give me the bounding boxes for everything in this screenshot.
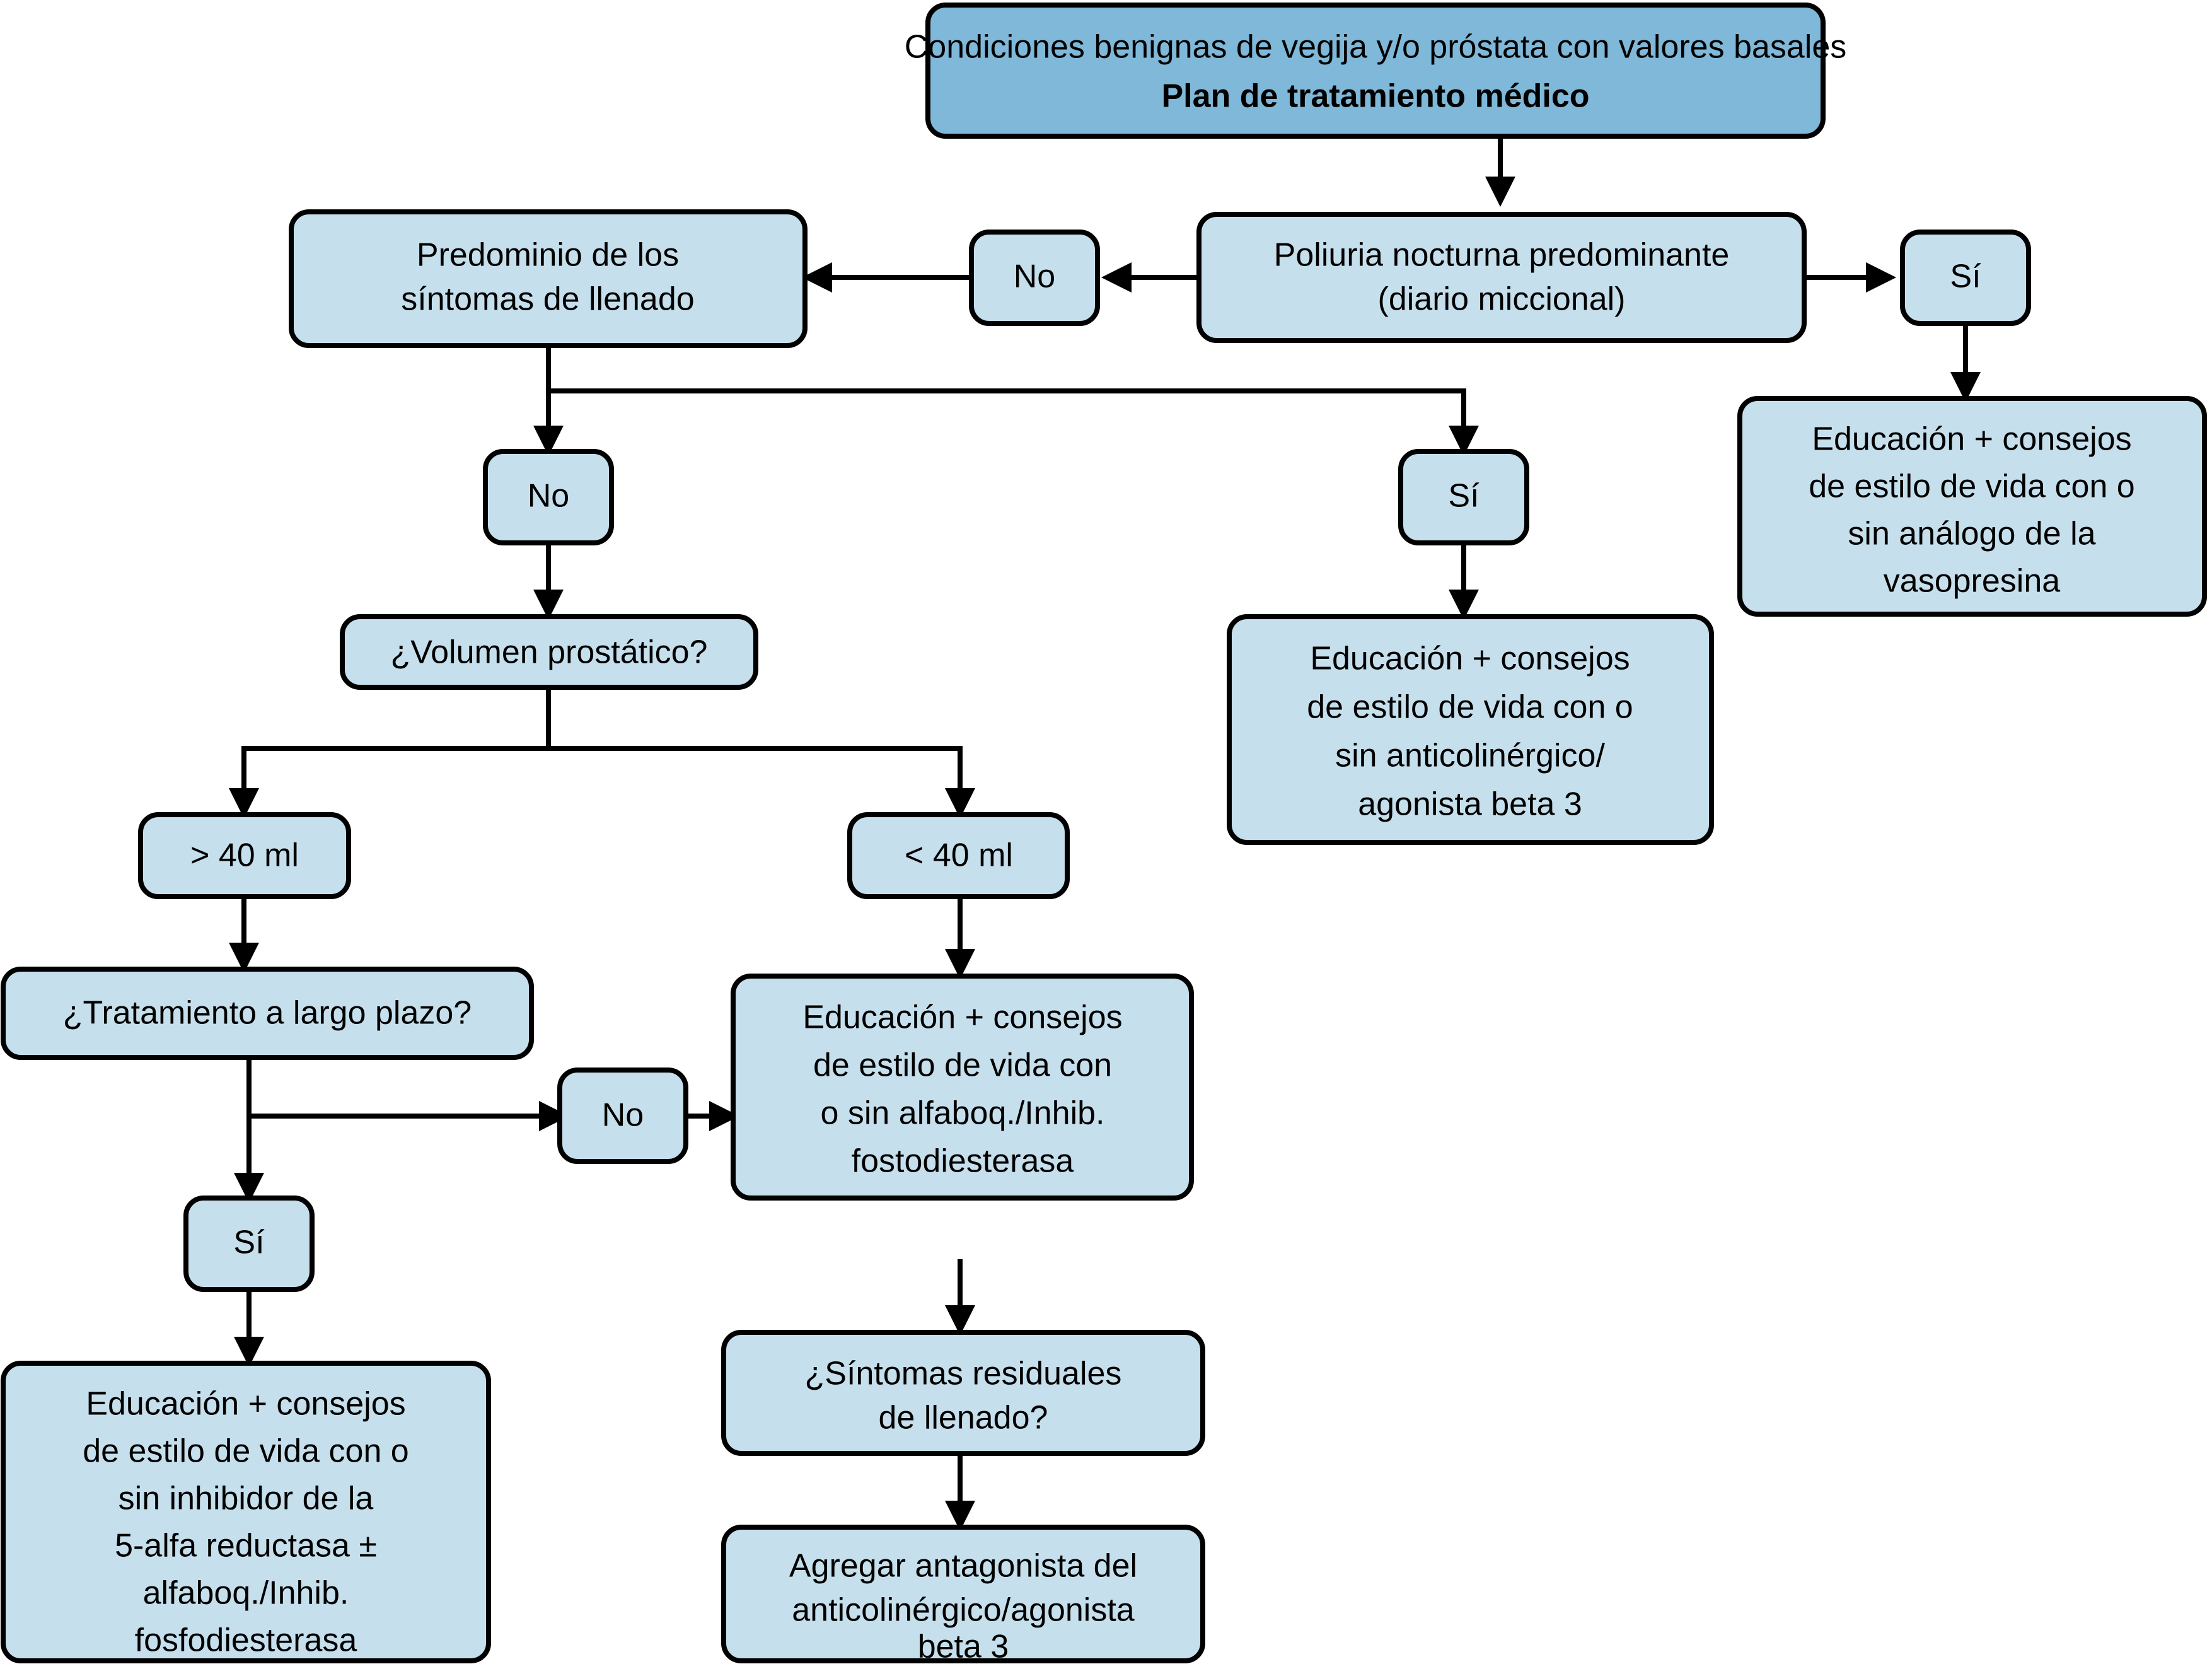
node-mayor40-label: > 40 ml [190,837,299,874]
node-si-poliuria-label: Sí [1950,259,1981,295]
node-residuales-line2: de llenado? [879,1400,1048,1436]
node-poliuria[interactable]: Poliuria nocturna predominante (diario m… [1196,212,1807,343]
node-predominio-line1: Predominio de los [417,237,679,274]
node-reductasa-line1: Educación + consejos [86,1386,405,1423]
node-alfaboq-line4: fostodiesterasa [852,1143,1074,1180]
node-no-largo-label: No [602,1097,644,1134]
node-agregar[interactable]: Agregar antagonista del anticolinérgico/… [721,1525,1205,1664]
edge-volumen-split-right [548,746,963,788]
node-no-poliuria-box[interactable] [969,230,1100,326]
node-alfaboq-line3: o sin alfaboq./Inhib. [821,1095,1105,1132]
node-si-predominio[interactable]: Sí [1398,449,1529,545]
node-reductasa-line6: fosfodiesterasa [135,1622,357,1659]
node-reductasa-line2: de estilo de vida con o [83,1433,408,1470]
node-alfaboq-box[interactable] [731,974,1194,1201]
node-alfaboq[interactable]: Educación + consejos de estilo de vida c… [731,974,1194,1201]
node-si-largo[interactable]: Sí [183,1196,315,1292]
node-no-predominio-box[interactable] [483,449,614,545]
node-volumen-box[interactable] [340,614,758,690]
node-residuales-box[interactable] [721,1330,1205,1456]
node-si-predominio-box[interactable] [1398,449,1529,545]
node-agregar-box[interactable] [721,1525,1205,1663]
node-no-predominio[interactable]: No [483,449,614,545]
node-menor40-label: < 40 ml [905,837,1013,874]
node-no-poliuria-label: No [1014,259,1055,295]
node-vasopresina-line3: sin análogo de la [1848,516,2095,552]
node-no-largo-box[interactable] [557,1068,688,1164]
node-largo-plazo-label: ¿Tratamiento a largo plazo? [63,995,472,1032]
node-anticolinergico-line1: Educación + consejos [1310,641,1630,677]
node-largo-plazo[interactable]: ¿Tratamiento a largo plazo? [1,967,534,1060]
node-volumen[interactable]: ¿Volumen prostático? [340,614,758,690]
node-reductasa-line5: alfaboq./Inhib. [143,1575,349,1612]
node-volumen-label: ¿Volumen prostático? [391,634,708,671]
node-vasopresina-line2: de estilo de vida con o [1809,468,2134,505]
edges-layer [229,136,1981,1531]
node-vasopresina-box[interactable] [1737,396,2207,617]
node-anticolinergico-line2: de estilo de vida con o [1307,689,1633,726]
node-predominio[interactable]: Predominio de los síntomas de llenado [289,209,808,348]
node-reductasa-line3: sin inhibidor de la [119,1481,374,1517]
node-no-largo[interactable]: No [557,1068,688,1164]
node-header-line2: Plan de tratamiento médico [1161,78,1589,115]
node-header-box[interactable] [925,3,1826,139]
node-predominio-line2: síntomas de llenado [401,281,694,318]
node-si-predominio-label: Sí [1448,478,1479,515]
node-reductasa-box[interactable] [1,1361,491,1663]
node-anticolinergico-box[interactable] [1227,614,1714,845]
node-vasopresina-line1: Educación + consejos [1812,421,2131,458]
node-anticolinergico-line3: sin anticolinérgico/ [1335,738,1605,774]
node-vasopresina-line4: vasopresina [1884,563,2060,600]
node-poliuria-box[interactable] [1196,212,1807,343]
node-si-poliuria[interactable]: Sí [1900,230,2031,326]
node-residuales-line1: ¿Síntomas residuales [805,1356,1122,1392]
node-no-poliuria[interactable]: No [969,230,1100,326]
edge-volumen-split [241,687,551,788]
edge-largoplazo-split [246,1056,561,1119]
node-header[interactable]: Condiciones benignas de vegija y/o próst… [905,3,1847,139]
node-predominio-box[interactable] [289,209,808,348]
node-residuales[interactable]: ¿Síntomas residuales de llenado? [721,1330,1205,1456]
node-menor40-box[interactable] [847,812,1070,899]
node-mayor40-box[interactable] [138,812,351,899]
node-si-largo-box[interactable] [183,1196,315,1292]
node-anticolinergico[interactable]: Educación + consejos de estilo de vida c… [1227,614,1714,845]
node-largo-plazo-box[interactable] [1,967,534,1060]
node-reductasa-line4: 5-alfa reductasa ± [115,1528,377,1564]
node-header-line1: Condiciones benignas de vegija y/o próst… [905,29,1847,66]
node-anticolinergico-line4: agonista beta 3 [1358,786,1582,823]
edge-predominio-split [546,346,1466,441]
node-menor40[interactable]: < 40 ml [847,812,1070,899]
node-agregar-line1: Agregar antagonista del [789,1548,1137,1585]
node-no-predominio-label: No [528,478,569,515]
node-agregar-line3: beta 3 [918,1629,1009,1664]
node-agregar-line2: anticolinérgico/agonista [792,1592,1135,1629]
node-si-poliuria-box[interactable] [1900,230,2031,326]
node-reductasa[interactable]: Educación + consejos de estilo de vida c… [1,1361,491,1663]
node-poliuria-line1: Poliuria nocturna predominante [1274,237,1730,274]
node-mayor40[interactable]: > 40 ml [138,812,351,899]
node-poliuria-line2: (diario miccional) [1378,281,1626,318]
node-vasopresina[interactable]: Educación + consejos de estilo de vida c… [1737,396,2207,617]
node-si-largo-label: Sí [233,1225,265,1261]
node-alfaboq-line1: Educación + consejos [802,999,1122,1036]
node-alfaboq-line2: de estilo de vida con [813,1047,1112,1084]
